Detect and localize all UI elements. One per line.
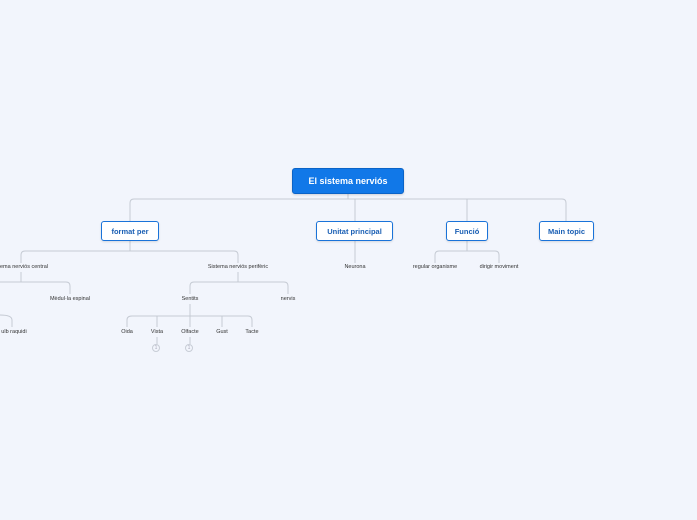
subtopic-olfacte[interactable]: Olfacte: [181, 329, 199, 335]
central-topic[interactable]: El sistema nerviós: [292, 168, 404, 194]
subtopic-sistema-nervios-periferic[interactable]: Sistema nerviós perifèric: [207, 264, 269, 270]
subtopic-gust[interactable]: Gust: [216, 329, 228, 335]
subtopic-medul-la-espinal[interactable]: Mèdul·la espinal: [49, 296, 91, 302]
subtopic-regular-organisme[interactable]: regular organisme: [412, 264, 458, 270]
subtopic-dirigir-moviment[interactable]: dirigir moviment: [479, 264, 519, 270]
topic-funcio[interactable]: Funció: [446, 221, 488, 241]
topic-unitat-principal[interactable]: Unitat principal: [316, 221, 393, 241]
collapse-count-badge[interactable]: 1: [152, 344, 160, 352]
subtopic-tacte[interactable]: Tacte: [245, 329, 259, 335]
collapse-count-badge[interactable]: 1: [185, 344, 193, 352]
topic-main-topic[interactable]: Main topic: [539, 221, 594, 241]
subtopic-nervis[interactable]: nervis: [280, 296, 296, 302]
subtopic-vista[interactable]: Vista: [150, 329, 164, 335]
subtopic-sentits[interactable]: Sentits: [181, 296, 199, 302]
topic-format-per[interactable]: format per: [101, 221, 159, 241]
subtopic-oida[interactable]: Oida: [121, 329, 133, 335]
subtopic-neurona[interactable]: Neurona: [344, 264, 366, 270]
subtopic-bulb-raquidi[interactable]: ulb raquidi: [1, 329, 27, 335]
subtopic-sistema-nervios-central[interactable]: ema nerviós central: [0, 264, 48, 270]
